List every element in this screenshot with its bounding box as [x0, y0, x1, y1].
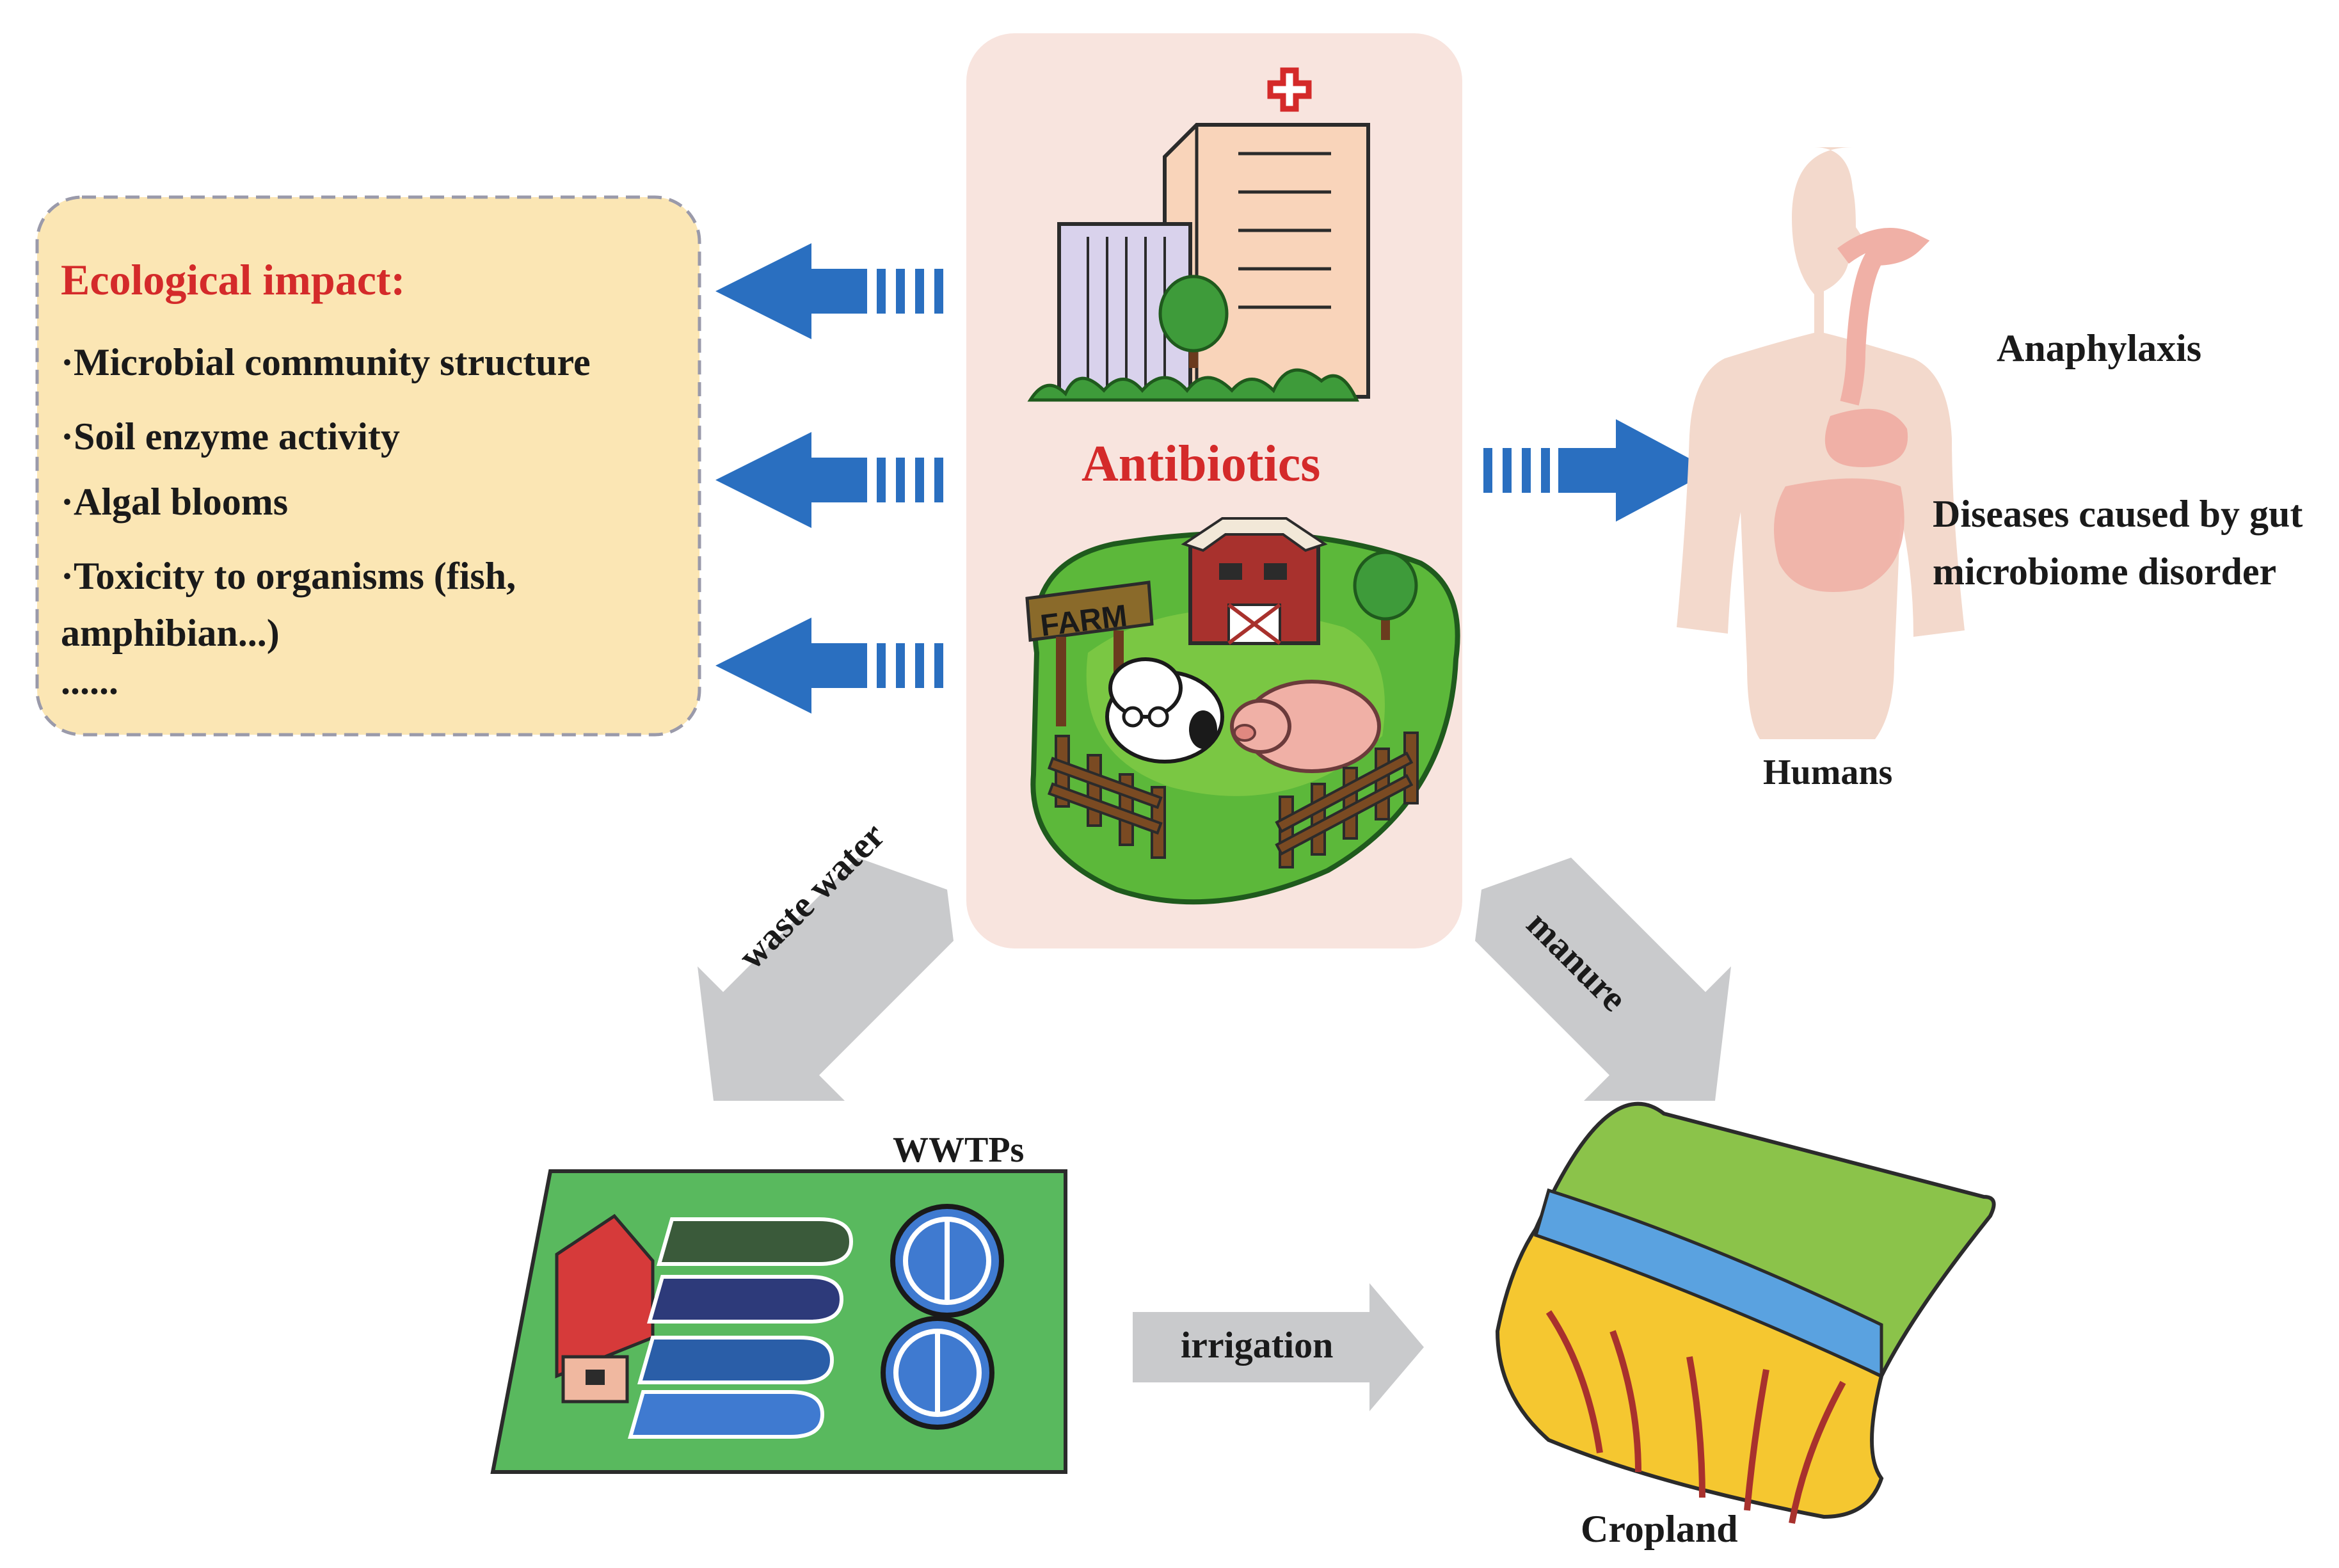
impact-item-ellipsis: ...... — [61, 660, 118, 702]
pathway-irrigation-label: irrigation — [1181, 1324, 1334, 1366]
impact-item-soil-enzyme: ·Soil enzyme activity — [61, 415, 400, 458]
impact-item-algal-blooms: ·Algal blooms — [61, 481, 289, 523]
cropland-label: Cropland — [1581, 1508, 1738, 1550]
fence-right — [1275, 732, 1419, 868]
ecological-impact-title: Ecological impact: — [61, 255, 406, 304]
cropland-icon — [1495, 1101, 1996, 1524]
hospital-icon — [1027, 67, 1370, 402]
pig-icon — [1230, 680, 1381, 773]
wwtps-label: WWTPs — [893, 1130, 1025, 1170]
impact-item-microbial: ·Microbial community structure — [61, 341, 591, 383]
arrow-to-ecology-2 — [715, 432, 943, 528]
human-effect-anaphylaxis: Anaphylaxis — [1997, 327, 2202, 369]
farm-icon: FARM — [1025, 517, 1460, 905]
ecological-impact-panel — [35, 195, 701, 737]
arrow-to-ecology-3 — [715, 618, 943, 714]
impact-item-toxicity-cont: amphibian...) — [61, 612, 280, 654]
human-body-icon — [1677, 147, 1965, 739]
arrow-waste-water — [698, 858, 954, 1101]
arrow-manure — [1475, 858, 1731, 1101]
humans-label: Humans — [1763, 753, 1893, 792]
impact-item-toxicity: ·Toxicity to organisms (fish, — [61, 555, 516, 597]
arrow-to-ecology-1 — [715, 243, 943, 339]
cow-icon — [1105, 657, 1224, 764]
arrow-irrigation — [1133, 1283, 1424, 1411]
wwtp-icon — [490, 1169, 1067, 1474]
fence-left — [1047, 735, 1166, 859]
human-effect-gut-diseases: Diseases caused by gut microbiome disord… — [1933, 493, 2303, 593]
arrow-to-humans — [1483, 419, 1712, 522]
antibiotics-label: Antibiotics — [1082, 436, 1321, 492]
